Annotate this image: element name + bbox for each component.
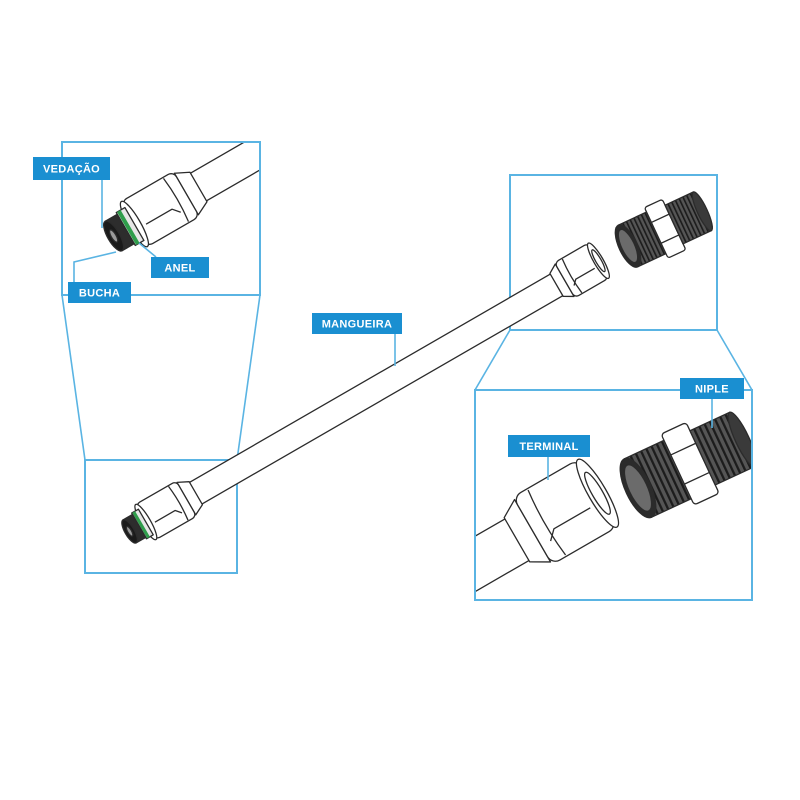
niple-small <box>608 184 719 275</box>
terminal-bore <box>581 470 614 517</box>
label-niple-box <box>680 378 744 399</box>
niple-hex-facet <box>671 443 696 455</box>
far-terminal <box>546 241 612 303</box>
label-vedacao-box <box>33 157 110 180</box>
niple-end <box>723 409 751 469</box>
label-vedacao-text: VEDAÇÃO <box>43 163 100 176</box>
label-terminal: TERMINAL <box>508 435 590 457</box>
label-niple-text: NIPLE <box>695 384 729 396</box>
terminal-tail <box>499 500 551 571</box>
detail-frame-seal <box>61 141 261 296</box>
bushing-hole <box>125 526 134 537</box>
detail-frame-terminal-niple <box>474 389 753 601</box>
terminal-niple-detail-content <box>476 401 751 599</box>
niple-zoomed <box>610 401 751 529</box>
bushing-hole <box>108 229 119 244</box>
terminal-slot <box>146 206 181 230</box>
terminal-zoomed <box>476 455 625 599</box>
seal-ring <box>132 511 150 539</box>
label-mangueira-box <box>312 313 402 334</box>
niple-hex-facet <box>684 472 709 484</box>
label-bucha-box <box>68 282 131 303</box>
seal-ring <box>117 210 140 245</box>
zoom-line-right-b <box>716 329 753 391</box>
terminal-slot <box>546 508 595 541</box>
niple-hex-facet <box>651 214 669 222</box>
label-bucha-text: BUCHA <box>79 288 120 300</box>
hose-segment <box>177 143 259 209</box>
seal-detail-content <box>95 143 259 261</box>
zoom-line-left-b <box>236 294 261 461</box>
niple-end <box>689 190 716 233</box>
label-mangueira-text: MANGUEIRA <box>322 319 393 331</box>
label-terminal-box <box>508 435 590 457</box>
fitting-zoomed <box>95 143 259 261</box>
niple-bore <box>619 461 657 515</box>
zoom-line-right-a <box>474 329 511 391</box>
label-bucha: BUCHA <box>68 282 131 303</box>
zoom-line-left-a <box>61 294 86 461</box>
label-terminal-text: TERMINAL <box>519 441 578 453</box>
label-anel: ANEL <box>151 257 209 278</box>
label-vedacao: VEDAÇÃO <box>33 157 110 180</box>
leader-bucha <box>73 251 117 282</box>
terminal-bore <box>590 249 607 273</box>
niple-hex-facet <box>661 235 679 243</box>
terminal-shoulder <box>169 486 190 520</box>
niple-bore <box>614 227 641 265</box>
leader-anel <box>138 242 157 258</box>
label-mangueira: MANGUEIRA <box>312 313 402 334</box>
label-niple: NIPLE <box>680 378 744 399</box>
terminal-slot <box>155 508 182 527</box>
detail-frame-hose-end <box>84 459 238 574</box>
terminal-shoulder <box>526 490 565 556</box>
terminal-shoulder <box>163 178 189 222</box>
hose-assembly <box>115 241 612 551</box>
hose-segment <box>476 514 538 599</box>
label-anel-box <box>151 257 209 278</box>
terminal-shoulder <box>561 259 582 293</box>
label-anel-text: ANEL <box>164 263 195 275</box>
detail-frame-connection <box>509 174 718 331</box>
terminal-tail <box>547 264 574 301</box>
